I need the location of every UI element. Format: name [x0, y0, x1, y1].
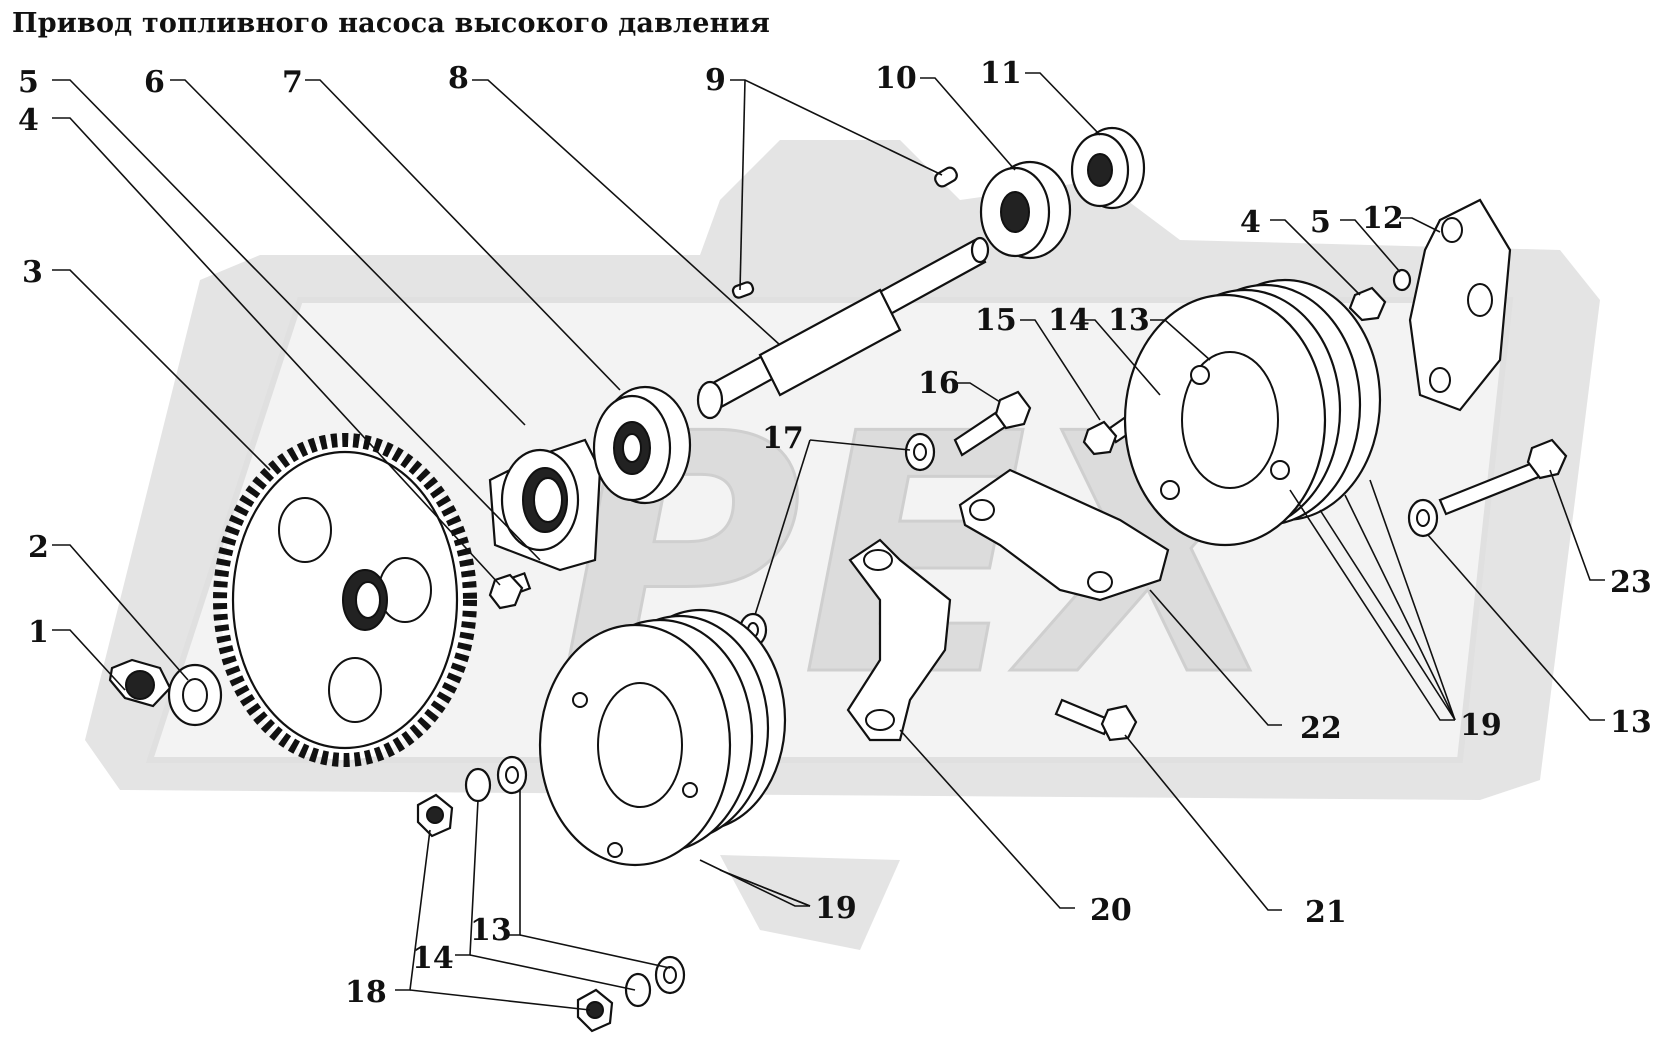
part-16-bolt	[953, 390, 1032, 457]
callout-19-lower: 19	[815, 891, 857, 926]
part-12-coupling	[1408, 198, 1512, 412]
part-18-nut-bottom	[576, 988, 614, 1033]
callout-5-right: 5	[1310, 205, 1331, 240]
callout-13-lower: 13	[470, 913, 512, 948]
part-21-bolt	[1054, 698, 1138, 742]
callout-4-left: 4	[18, 103, 39, 138]
callout-13-right: 13	[1610, 705, 1652, 740]
callout-14-upper: 14	[1048, 303, 1090, 338]
callout-7: 7	[282, 65, 303, 100]
part-1-nut	[108, 658, 172, 708]
part-4-bolt-right	[1348, 268, 1412, 322]
callout-20: 20	[1090, 893, 1132, 928]
callout-21: 21	[1305, 895, 1347, 930]
callout-13-upper: 13	[1108, 303, 1150, 338]
part-2-lock-washer	[167, 663, 223, 727]
part-13-washer-top	[496, 755, 528, 795]
callout-1: 1	[28, 615, 49, 650]
part-18-nut-top	[416, 793, 454, 838]
callout-4-right: 4	[1240, 205, 1261, 240]
callout-16: 16	[918, 366, 960, 401]
callout-14-lower: 14	[412, 941, 454, 976]
callout-5-left: 5	[18, 65, 39, 100]
callout-15: 15	[975, 303, 1017, 338]
part-14-washer-top	[464, 767, 492, 803]
callout-3: 3	[22, 255, 43, 290]
callout-19-upper: 19	[1460, 708, 1502, 743]
callout-10: 10	[875, 61, 917, 96]
part-14-washer-bottom	[624, 972, 652, 1008]
part-9-key-top	[934, 166, 958, 188]
part-9-key-bottom	[731, 281, 755, 299]
callout-2: 2	[28, 530, 49, 565]
part-11-bearing	[1070, 126, 1146, 210]
callout-9: 9	[705, 63, 726, 98]
part-20-lever	[846, 538, 952, 742]
callout-11: 11	[980, 56, 1022, 91]
part-3-gear	[213, 433, 477, 767]
callout-12: 12	[1362, 201, 1404, 236]
callout-6: 6	[144, 65, 165, 100]
callout-23: 23	[1610, 565, 1652, 600]
page-title: Привод топливного насоса высокого давлен…	[12, 8, 770, 39]
callout-labels: 1 2 3 4 5 6 7 8 9 10 11 4 5 12 15 14 13 …	[18, 56, 1652, 1010]
leader-lines	[52, 72, 1605, 1011]
part-17-washer-top	[904, 432, 936, 472]
callout-17: 17	[762, 421, 804, 456]
part-13-washer-bottom	[654, 955, 686, 995]
callout-22: 22	[1300, 711, 1342, 746]
part-6-flange	[488, 438, 602, 572]
callout-8: 8	[448, 61, 469, 96]
part-22-bracket	[958, 468, 1170, 602]
part-8-shaft	[696, 236, 990, 420]
part-13-washer-right	[1407, 498, 1439, 538]
part-23-bolt	[1438, 438, 1568, 516]
part-10-bearing	[979, 160, 1072, 260]
part-7-bearing	[592, 385, 692, 505]
part-19-disc-pack-upper	[1123, 278, 1382, 547]
part-19-disc-pack-lower	[538, 608, 787, 867]
callout-18: 18	[345, 975, 387, 1010]
